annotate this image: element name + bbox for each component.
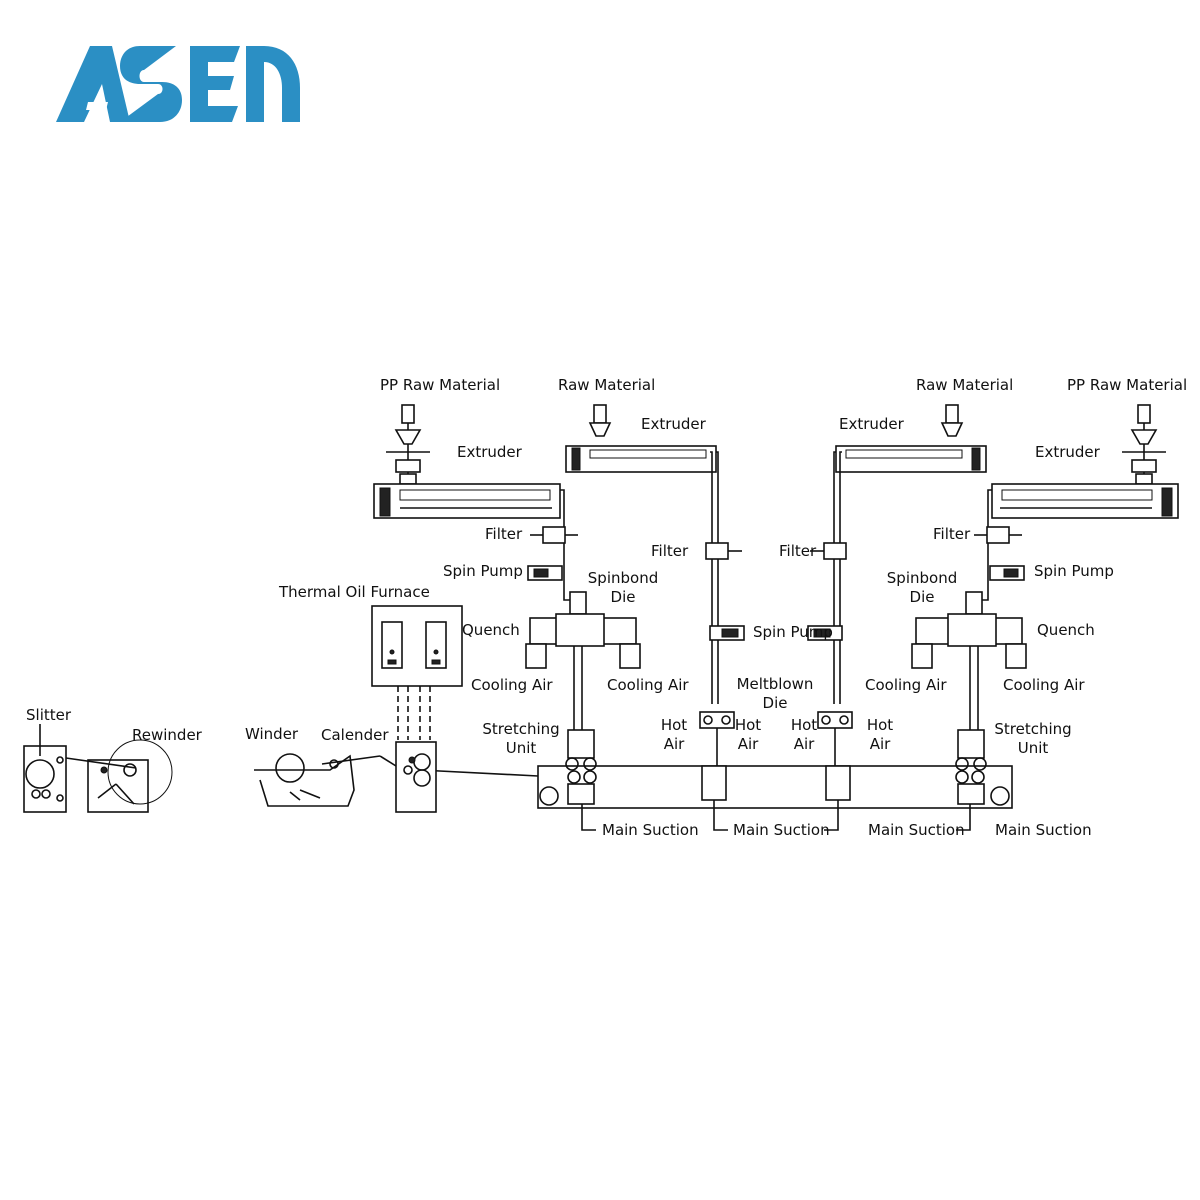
label-cooling-air-3: Cooling Air xyxy=(865,676,947,694)
label-main-suction-4: Main Suction xyxy=(995,821,1092,839)
label-hot-air-4: Hot Air xyxy=(866,716,894,753)
label-quench-right: Quench xyxy=(1037,621,1095,639)
label-extruder-4: Extruder xyxy=(1035,443,1100,461)
label-meltblown-die: Meltblown Die xyxy=(736,675,814,712)
label-spin-pump-4: Spin Pump xyxy=(1034,562,1114,580)
main-conveyor xyxy=(419,765,1013,809)
label-hot-air-3: Hot Air xyxy=(790,716,818,753)
label-cooling-air-4: Cooling Air xyxy=(1003,676,1085,694)
spunbond-line-right xyxy=(911,404,1179,831)
label-extruder-2: Extruder xyxy=(641,415,706,433)
meltblown-line-right xyxy=(807,404,987,831)
label-main-suction-3: Main Suction xyxy=(868,821,965,839)
rewinder xyxy=(65,739,173,813)
label-raw-material-right: Raw Material xyxy=(916,376,1014,394)
label-stretching-unit-right: Stretching Unit xyxy=(994,720,1072,757)
label-main-suction-1: Main Suction xyxy=(602,821,699,839)
label-calender: Calender xyxy=(321,726,389,744)
label-spin-pump-2: Spin Pump xyxy=(753,623,833,641)
label-filter-1: Filter xyxy=(485,525,523,543)
label-pp-raw-material-left: PP Raw Material xyxy=(380,376,501,394)
label-raw-material-left: Raw Material xyxy=(558,376,656,394)
label-hot-air-2: Hot Air xyxy=(734,716,762,753)
label-slitter: Slitter xyxy=(26,706,72,724)
label-quench-left: Quench xyxy=(462,621,520,639)
label-cooling-air-1: Cooling Air xyxy=(471,676,553,694)
label-filter-2: Filter xyxy=(651,542,689,560)
slitter xyxy=(23,724,67,813)
label-stretching-unit-left: Stretching Unit xyxy=(482,720,560,757)
label-thermal-oil-furnace: Thermal Oil Furnace xyxy=(279,583,430,601)
label-spinbond-die-right: Spinbond Die xyxy=(886,569,958,606)
label-cooling-air-2: Cooling Air xyxy=(607,676,689,694)
calender xyxy=(379,741,437,813)
label-filter-3: Filter xyxy=(779,542,817,560)
winder xyxy=(254,753,381,807)
thermal-oil-furnace xyxy=(371,605,463,740)
label-filter-4: Filter xyxy=(933,525,971,543)
label-hot-air-1: Hot Air xyxy=(660,716,688,753)
label-pp-raw-material-right: PP Raw Material xyxy=(1067,376,1188,394)
label-extruder-3: Extruder xyxy=(839,415,904,433)
meltblown-line-left xyxy=(565,404,745,831)
label-spinbond-die-left: Spinbond Die xyxy=(587,569,659,606)
spunbond-line-left xyxy=(373,404,641,831)
label-main-suction-2: Main Suction xyxy=(733,821,830,839)
label-spin-pump-1: Spin Pump xyxy=(443,562,523,580)
label-rewinder: Rewinder xyxy=(132,726,202,744)
label-extruder-1: Extruder xyxy=(457,443,522,461)
asen-logo xyxy=(56,46,300,122)
label-winder: Winder xyxy=(245,725,299,743)
